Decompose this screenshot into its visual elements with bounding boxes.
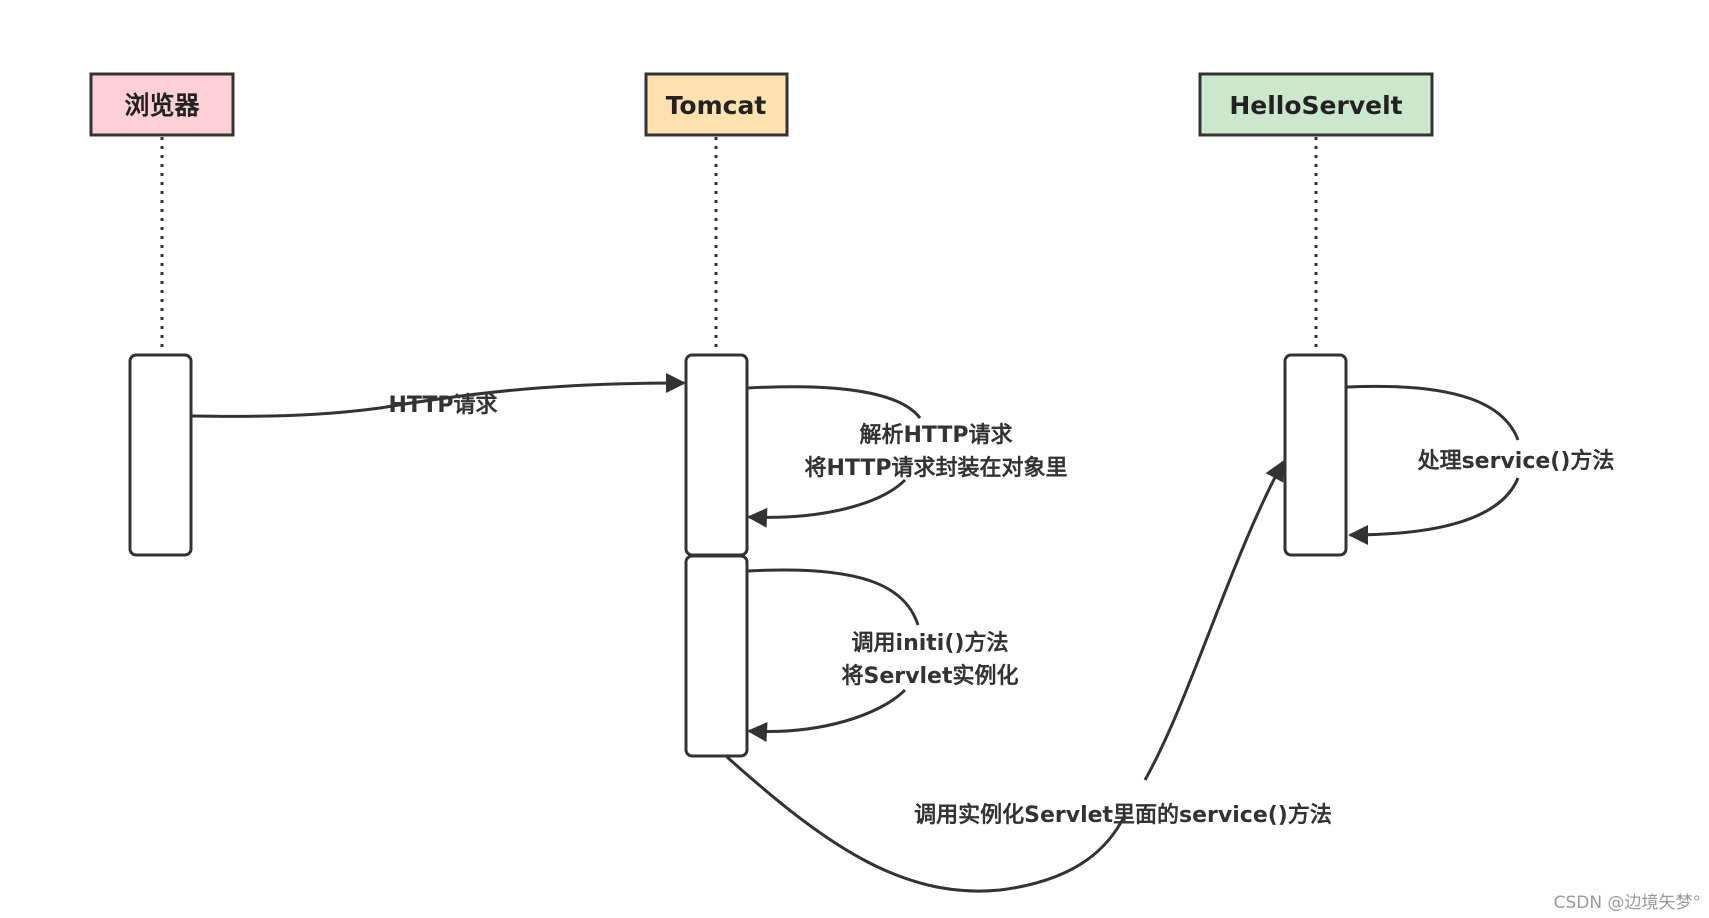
activation-tomcat-2: [684, 554, 749, 758]
activation-servlet: [1283, 353, 1348, 557]
label-init-line1: 调用initi()方法: [852, 630, 1009, 656]
label-parse-line1: 解析HTTP请求: [859, 422, 1012, 448]
arrow-http-request: [191, 373, 686, 418]
watermark: CSDN @边境矢梦°: [1554, 893, 1701, 913]
participant-tomcat-box: [644, 72, 789, 137]
participant-tomcat: Tomcat: [644, 72, 789, 137]
arrow-self-init: [748, 568, 920, 732]
arrow-call-service: [726, 462, 1283, 893]
participant-browser-box: [89, 72, 235, 137]
participant-servlet: HelloServelt: [1198, 72, 1434, 137]
participant-servlet-label: HelloServelt: [1229, 91, 1402, 120]
arrow-self-service: [1347, 384, 1520, 535]
arrow-self-parse: [748, 385, 922, 518]
activation-browser: [128, 353, 193, 557]
participant-browser: 浏览器: [89, 72, 235, 137]
activation-tomcat-1: [684, 353, 749, 557]
label-call-service: 调用实例化Servlet里面的service()方法: [914, 802, 1332, 828]
participant-servlet-box: [1198, 72, 1434, 137]
label-parse-line2: 将HTTP请求封装在对象里: [804, 455, 1067, 481]
label-init-line2: 将Servlet实例化: [842, 663, 1019, 689]
participant-tomcat-label: Tomcat: [666, 91, 767, 120]
participant-browser-label: 浏览器: [124, 91, 200, 120]
label-http-request: HTTP请求: [388, 392, 497, 418]
label-handle-service: 处理service()方法: [1417, 448, 1615, 474]
